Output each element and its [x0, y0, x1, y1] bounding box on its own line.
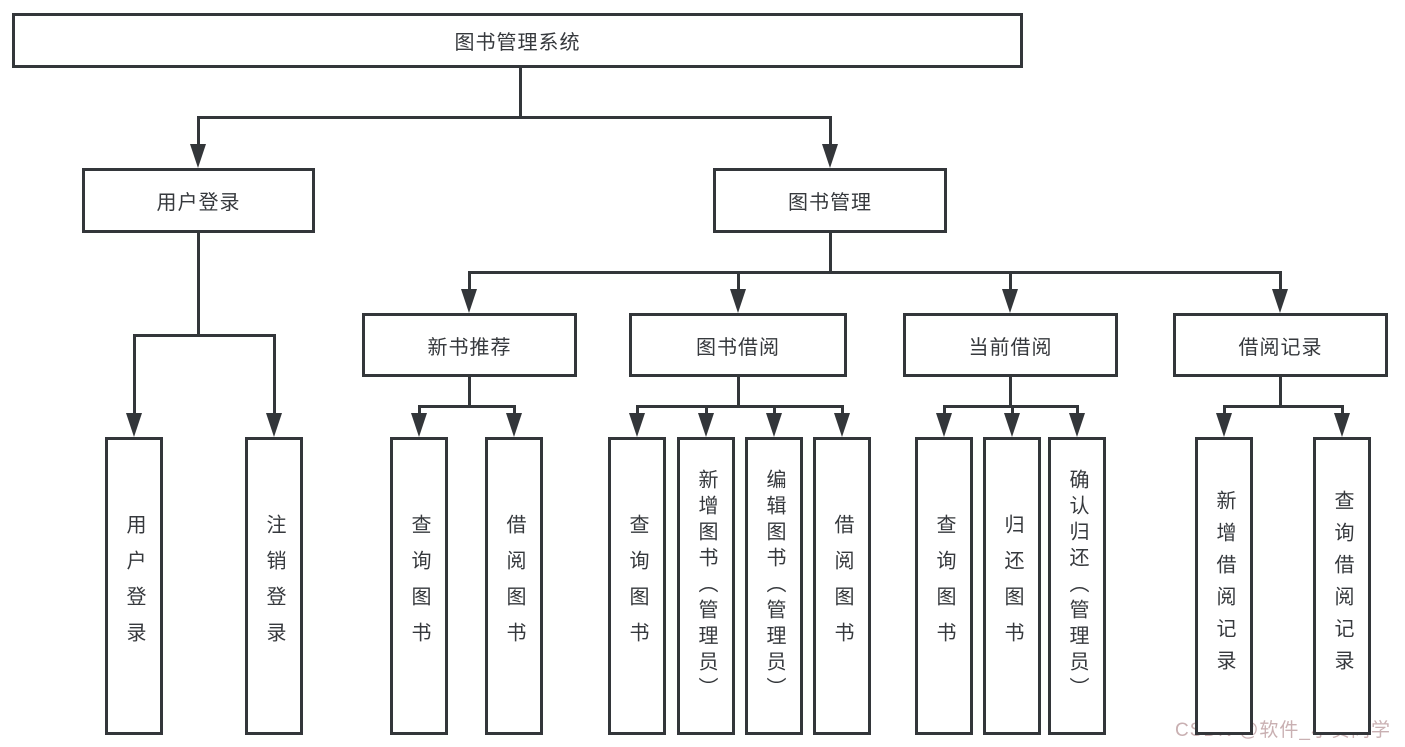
node-borrow-book-1: 借阅图书: [485, 437, 543, 735]
node-label-root: 图书管理系统: [454, 32, 581, 54]
node-user-login: 用户登录: [82, 168, 315, 233]
node-edit-book: 编辑图书（管理员）: [745, 437, 803, 735]
node-label-book-borrow: 图书借阅: [696, 336, 780, 359]
arrow-down-icon: [266, 413, 282, 437]
arrow-down-icon: [822, 144, 838, 168]
node-label-borrow-book-2: 借阅图书: [831, 514, 853, 658]
connector-line: [942, 406, 946, 415]
node-label-new-book-rec: 新书推荐: [427, 336, 512, 359]
connector-line: [840, 406, 844, 415]
node-label-login: 用户登录: [123, 514, 145, 658]
node-book-mgmt: 图书管理: [713, 168, 947, 233]
connector-line: [772, 406, 776, 415]
node-label-query-book-1: 查询图书: [408, 514, 430, 658]
node-label-query-book-3: 查询图书: [933, 514, 955, 658]
node-label-edit-book: 编辑图书（管理员）: [763, 469, 785, 703]
node-label-borrow-record: 借阅记录: [1238, 336, 1323, 359]
node-query-book-3: 查询图书: [915, 437, 973, 735]
arrow-down-icon: [461, 289, 477, 313]
connector-line: [1340, 406, 1344, 415]
connector-line: [1075, 406, 1079, 415]
node-label-return-book: 归还图书: [1001, 514, 1023, 658]
arrow-down-icon: [1272, 289, 1288, 313]
node-return-book: 归还图书: [983, 437, 1041, 735]
node-borrow-record: 借阅记录: [1173, 313, 1388, 377]
connector-line: [704, 406, 708, 415]
connector-line: [196, 115, 832, 119]
connector-line: [635, 404, 844, 408]
arrow-down-icon: [834, 413, 850, 437]
connector-line: [512, 406, 516, 415]
node-login: 用户登录: [105, 437, 163, 735]
node-borrow-book-2: 借阅图书: [813, 437, 871, 735]
connector-line: [1008, 272, 1012, 291]
node-label-query-book-2: 查询图书: [626, 514, 648, 658]
node-label-add-book: 新增图书（管理员）: [695, 469, 717, 703]
connector-line: [828, 117, 832, 146]
arrow-down-icon: [126, 413, 142, 437]
node-book-borrow: 图书借阅: [629, 313, 847, 377]
node-query-book-1: 查询图书: [390, 437, 448, 735]
node-label-query-borrow-record: 查询借阅记录: [1331, 490, 1353, 682]
connector-line: [417, 406, 421, 415]
connector-line: [1010, 406, 1014, 415]
connector-line: [467, 377, 471, 408]
arrow-down-icon: [190, 144, 206, 168]
connector-line: [132, 333, 276, 337]
node-label-current-borrow: 当前借阅: [968, 336, 1053, 359]
node-current-borrow: 当前借阅: [903, 313, 1118, 377]
connector-line: [196, 117, 200, 146]
connector-line: [467, 272, 471, 291]
node-add-book: 新增图书（管理员）: [677, 437, 735, 735]
node-label-add-borrow-record: 新增借阅记录: [1213, 490, 1235, 682]
connector-line: [1278, 272, 1282, 291]
node-add-borrow-record: 新增借阅记录: [1195, 437, 1253, 735]
node-root: 图书管理系统: [12, 13, 1023, 68]
arrow-down-icon: [730, 289, 746, 313]
connector-line: [1222, 404, 1344, 408]
node-new-book-rec: 新书推荐: [362, 313, 577, 377]
connector-line: [1222, 406, 1226, 415]
arrow-down-icon: [936, 413, 952, 437]
connector-line: [518, 68, 522, 119]
arrow-down-icon: [506, 413, 522, 437]
node-label-confirm-return: 确认归还（管理员）: [1066, 469, 1088, 703]
connector-line: [196, 233, 200, 337]
node-label-borrow-book-1: 借阅图书: [503, 514, 525, 658]
arrow-down-icon: [629, 413, 645, 437]
node-label-logout: 注销登录: [263, 514, 285, 658]
connector-line: [635, 406, 639, 415]
node-label-user-login: 用户登录: [156, 192, 241, 214]
node-query-book-2: 查询图书: [608, 437, 666, 735]
connector-line: [272, 335, 276, 415]
arrow-down-icon: [766, 413, 782, 437]
connector-line: [736, 272, 740, 291]
connector-line: [1008, 377, 1012, 408]
connector-line: [417, 404, 516, 408]
connector-line: [828, 233, 832, 274]
connector-line: [132, 335, 136, 415]
node-logout: 注销登录: [245, 437, 303, 735]
arrow-down-icon: [1069, 413, 1085, 437]
arrow-down-icon: [1002, 289, 1018, 313]
arrow-down-icon: [1004, 413, 1020, 437]
connector-line: [1278, 377, 1282, 408]
connector-line: [467, 270, 1282, 274]
connector-line: [736, 377, 740, 408]
node-query-borrow-record: 查询借阅记录: [1313, 437, 1371, 735]
arrow-down-icon: [1216, 413, 1232, 437]
arrow-down-icon: [411, 413, 427, 437]
node-label-book-mgmt: 图书管理: [788, 192, 872, 214]
node-confirm-return: 确认归还（管理员）: [1048, 437, 1106, 735]
arrow-down-icon: [698, 413, 714, 437]
arrow-down-icon: [1334, 413, 1350, 437]
